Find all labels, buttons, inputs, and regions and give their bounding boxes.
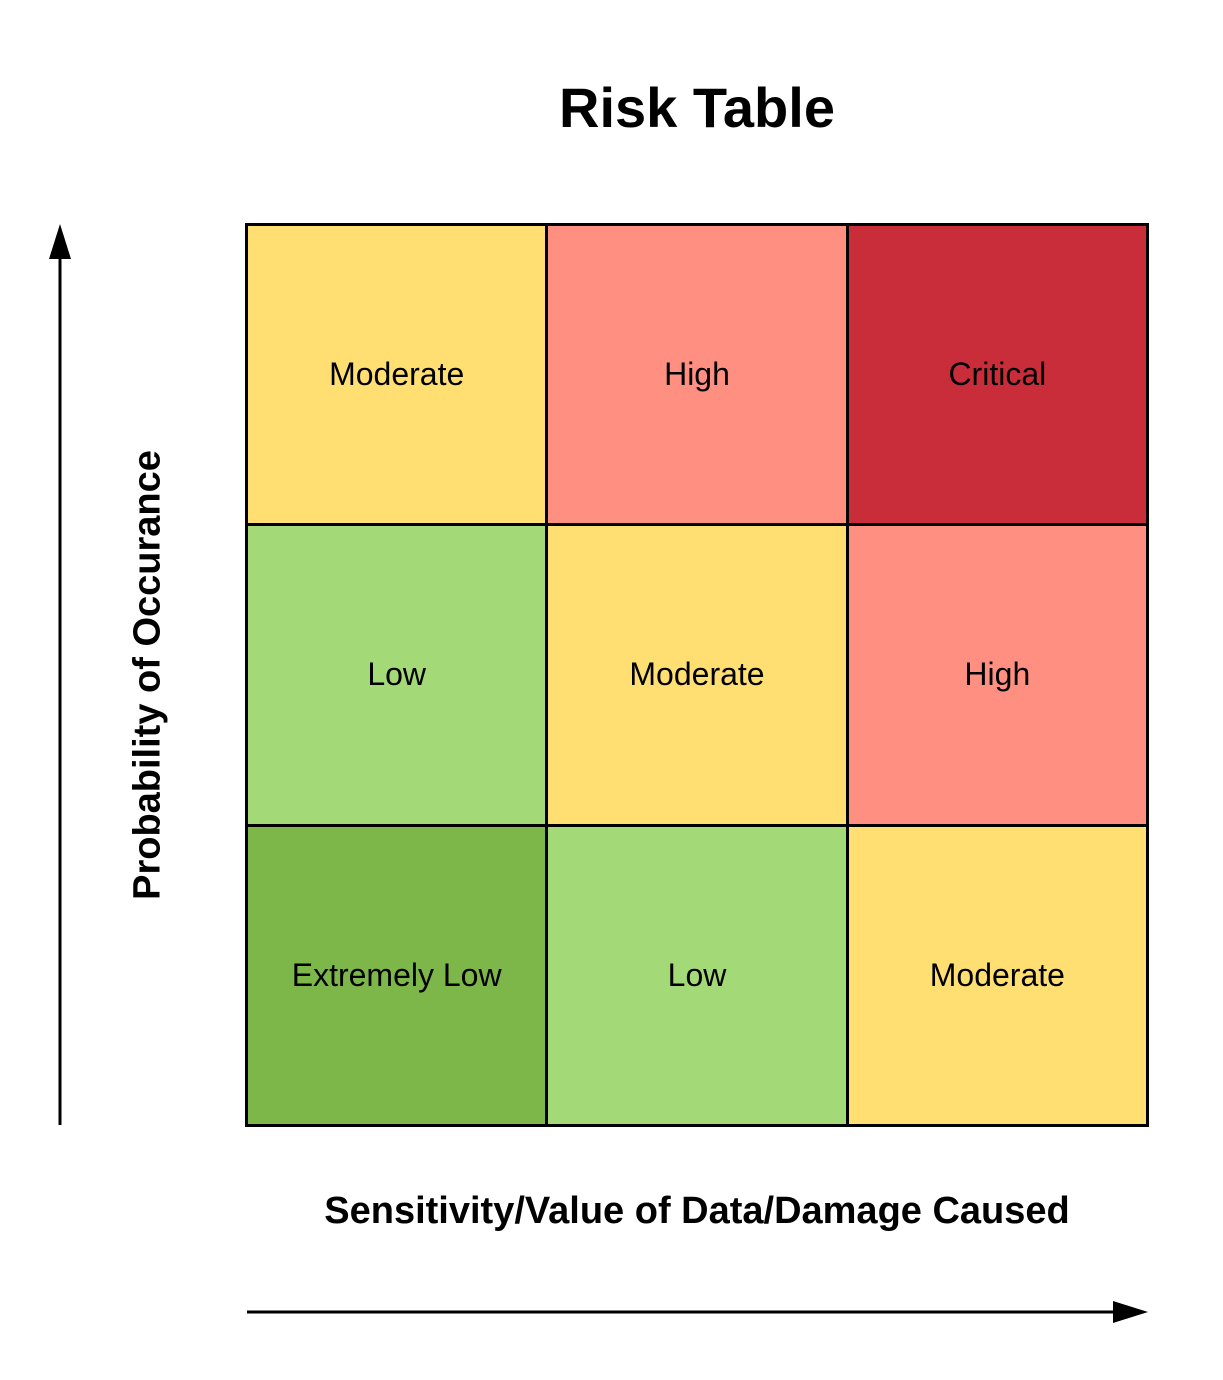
risk-cell-r1-c1: Moderate (248, 226, 546, 524)
risk-cell-r3-c3: Moderate (848, 826, 1146, 1124)
risk-cell-label: Moderate (329, 356, 465, 393)
risk-cell-label: Low (667, 956, 727, 993)
risk-cell-r3-c1: Extremely Low (248, 826, 546, 1124)
risk-cell-r2-c1: Low (248, 526, 546, 824)
risk-cell-r2-c2: Moderate (548, 526, 846, 824)
risk-matrix: Moderate High Critical Low Moderate High… (245, 223, 1149, 1127)
y-axis-label: Probability of Occurance (126, 450, 169, 900)
risk-cell-label: Low (367, 656, 427, 693)
risk-cell-label: High (964, 656, 1031, 693)
risk-cell-label: Moderate (929, 956, 1065, 993)
risk-cell-r2-c3: High (848, 526, 1146, 824)
risk-cell-r1-c2: High (548, 226, 846, 524)
risk-cell-label: Moderate (629, 656, 765, 693)
risk-cell-r3-c2: Low (548, 826, 846, 1124)
risk-cell-label: Extremely Low (291, 956, 502, 993)
y-axis-arrow-icon (49, 224, 71, 1125)
x-axis-arrow-icon (247, 1301, 1148, 1323)
risk-cell-label: Critical (948, 356, 1047, 393)
risk-cell-label: High (664, 356, 730, 393)
risk-cell-r1-c3: Critical (848, 226, 1146, 524)
diagram-title: Risk Table (559, 76, 835, 139)
x-axis-label: Sensitivity/Value of Data/Damage Caused (324, 1190, 1070, 1232)
